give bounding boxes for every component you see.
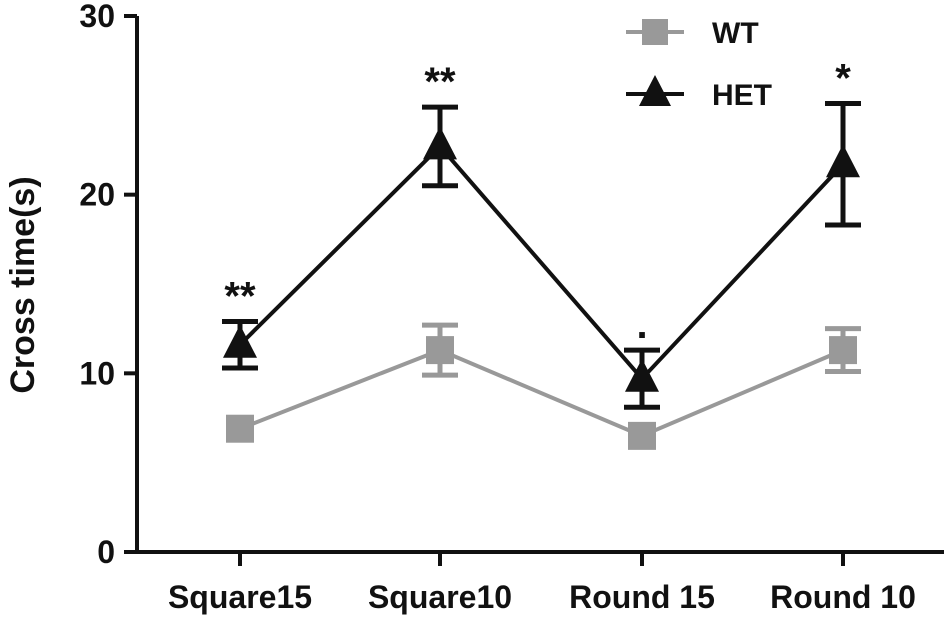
legend: WT HET [626,17,772,112]
legend-item-wt: WT [626,17,759,50]
series-line [239,347,844,439]
series-het [222,101,861,410]
y-tick-label: 10 [79,355,115,391]
significance-mark: . [636,303,647,347]
series-wt [226,322,861,450]
y-axis-ticks: 0 10 20 30 [79,0,137,570]
legend-marker [642,19,668,45]
legend-marker [639,75,671,106]
legend-item-het: HET [626,75,772,112]
x-tick-label: Square10 [368,579,512,615]
y-axis-label: Cross time(s) [4,176,42,393]
y-tick-label: 0 [97,534,115,570]
data-point [223,324,257,358]
x-axis-ticks: Square15 Square10 Round 15 Round 10 [168,552,916,615]
data-point [226,414,254,443]
x-tick-label: Square15 [168,579,312,615]
legend-label: WT [712,17,759,50]
data-point [826,144,860,178]
y-tick-label: 30 [79,0,115,34]
significance-mark: ** [424,60,456,104]
significance-mark: ** [224,275,256,319]
significance-annotations: ** **. * [224,57,851,348]
series-layer [222,101,861,450]
data-point [628,421,656,450]
data-point [426,336,454,365]
data-point [423,126,457,160]
data-point [829,336,857,365]
x-tick-label: Round 15 [569,579,715,615]
y-tick-label: 20 [79,177,115,213]
series-line [238,143,845,382]
x-tick-label: Round 10 [770,579,916,615]
legend-label: HET [712,79,772,112]
significance-mark: * [835,57,851,101]
data-point [625,358,659,392]
